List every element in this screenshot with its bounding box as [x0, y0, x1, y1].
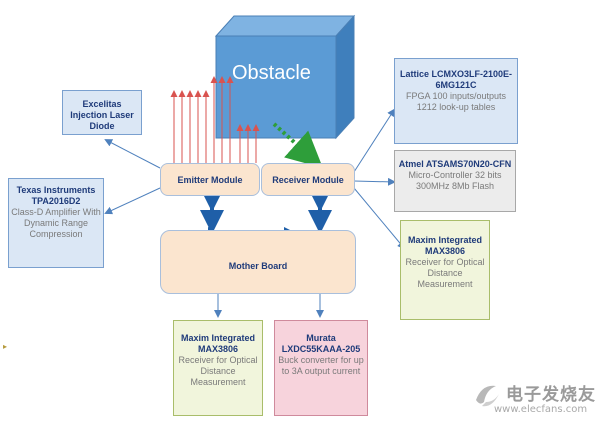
obstacle-cube — [214, 14, 356, 140]
maxim-right-box: Maxim Integrated MAX3806 Receiver for Op… — [400, 220, 490, 320]
excelitas-title: Excelitas Injection Laser Diode — [70, 99, 134, 131]
atmel-title: Atmel ATSAMS70N20-CFN — [398, 159, 512, 169]
texas-instruments-box: Texas Instruments TPA2016D2 Class-D Ampl… — [8, 178, 104, 268]
peripheral-links — [104, 108, 406, 318]
obstacle-label: Obstacle — [232, 62, 311, 84]
maxim-bottom-desc: Receiver for Optical Distance Measuremen… — [178, 355, 258, 387]
excelitas-box: Excelitas Injection Laser Diode — [62, 90, 142, 135]
murata-box: Murata LXDC55KAAA-205 Buck converter for… — [274, 320, 368, 416]
emitter-module-label: Emitter Module — [177, 174, 243, 185]
maxim-right-desc: Receiver for Optical Distance Measuremen… — [405, 257, 485, 289]
receiver-module-label: Receiver Module — [272, 174, 344, 185]
emitter-module: Emitter Module — [160, 163, 260, 196]
watermark-url: www.elecfans.com — [494, 404, 588, 415]
murata-title: Murata LXDC55KAAA-205 — [281, 333, 361, 354]
atmel-desc: Micro-Controller 32 bits 300MHz 8Mb Flas… — [408, 170, 502, 191]
watermark-logo: 电子发烧友 www.elecfans.com — [472, 376, 596, 424]
maxim-right-title: Maxim Integrated MAX3806 — [407, 235, 483, 256]
maxim-bottom-title: Maxim Integrated MAX3806 — [180, 333, 256, 354]
lattice-desc: FPGA 100 inputs/outputs 1212 look-up tab… — [405, 91, 507, 112]
texas-desc: Class-D Amplifier With Dynamic Range Com… — [11, 207, 101, 239]
lattice-box: Lattice LCMXO3LF-2100E-6MG121C FPGA 100 … — [394, 58, 518, 144]
watermark-cn: 电子发烧友 — [506, 385, 596, 405]
stray-mark: ▸ — [3, 342, 8, 351]
receiver-module: Receiver Module — [261, 163, 355, 196]
laser-beam-arrows — [170, 76, 260, 163]
murata-desc: Buck converter for up to 3A output curre… — [278, 355, 364, 376]
mother-board: Mother Board — [160, 230, 356, 294]
reflection-arrow — [272, 122, 323, 169]
watermark-emblem-icon — [476, 385, 499, 407]
atmel-box: Atmel ATSAMS70N20-CFN Micro-Controller 3… — [394, 150, 516, 212]
mother-board-label: Mother Board — [228, 261, 288, 271]
lattice-title: Lattice LCMXO3LF-2100E-6MG121C — [399, 69, 513, 90]
texas-title: Texas Instruments TPA2016D2 — [16, 185, 96, 206]
maxim-bottom-box: Maxim Integrated MAX3806 Receiver for Op… — [173, 320, 263, 416]
